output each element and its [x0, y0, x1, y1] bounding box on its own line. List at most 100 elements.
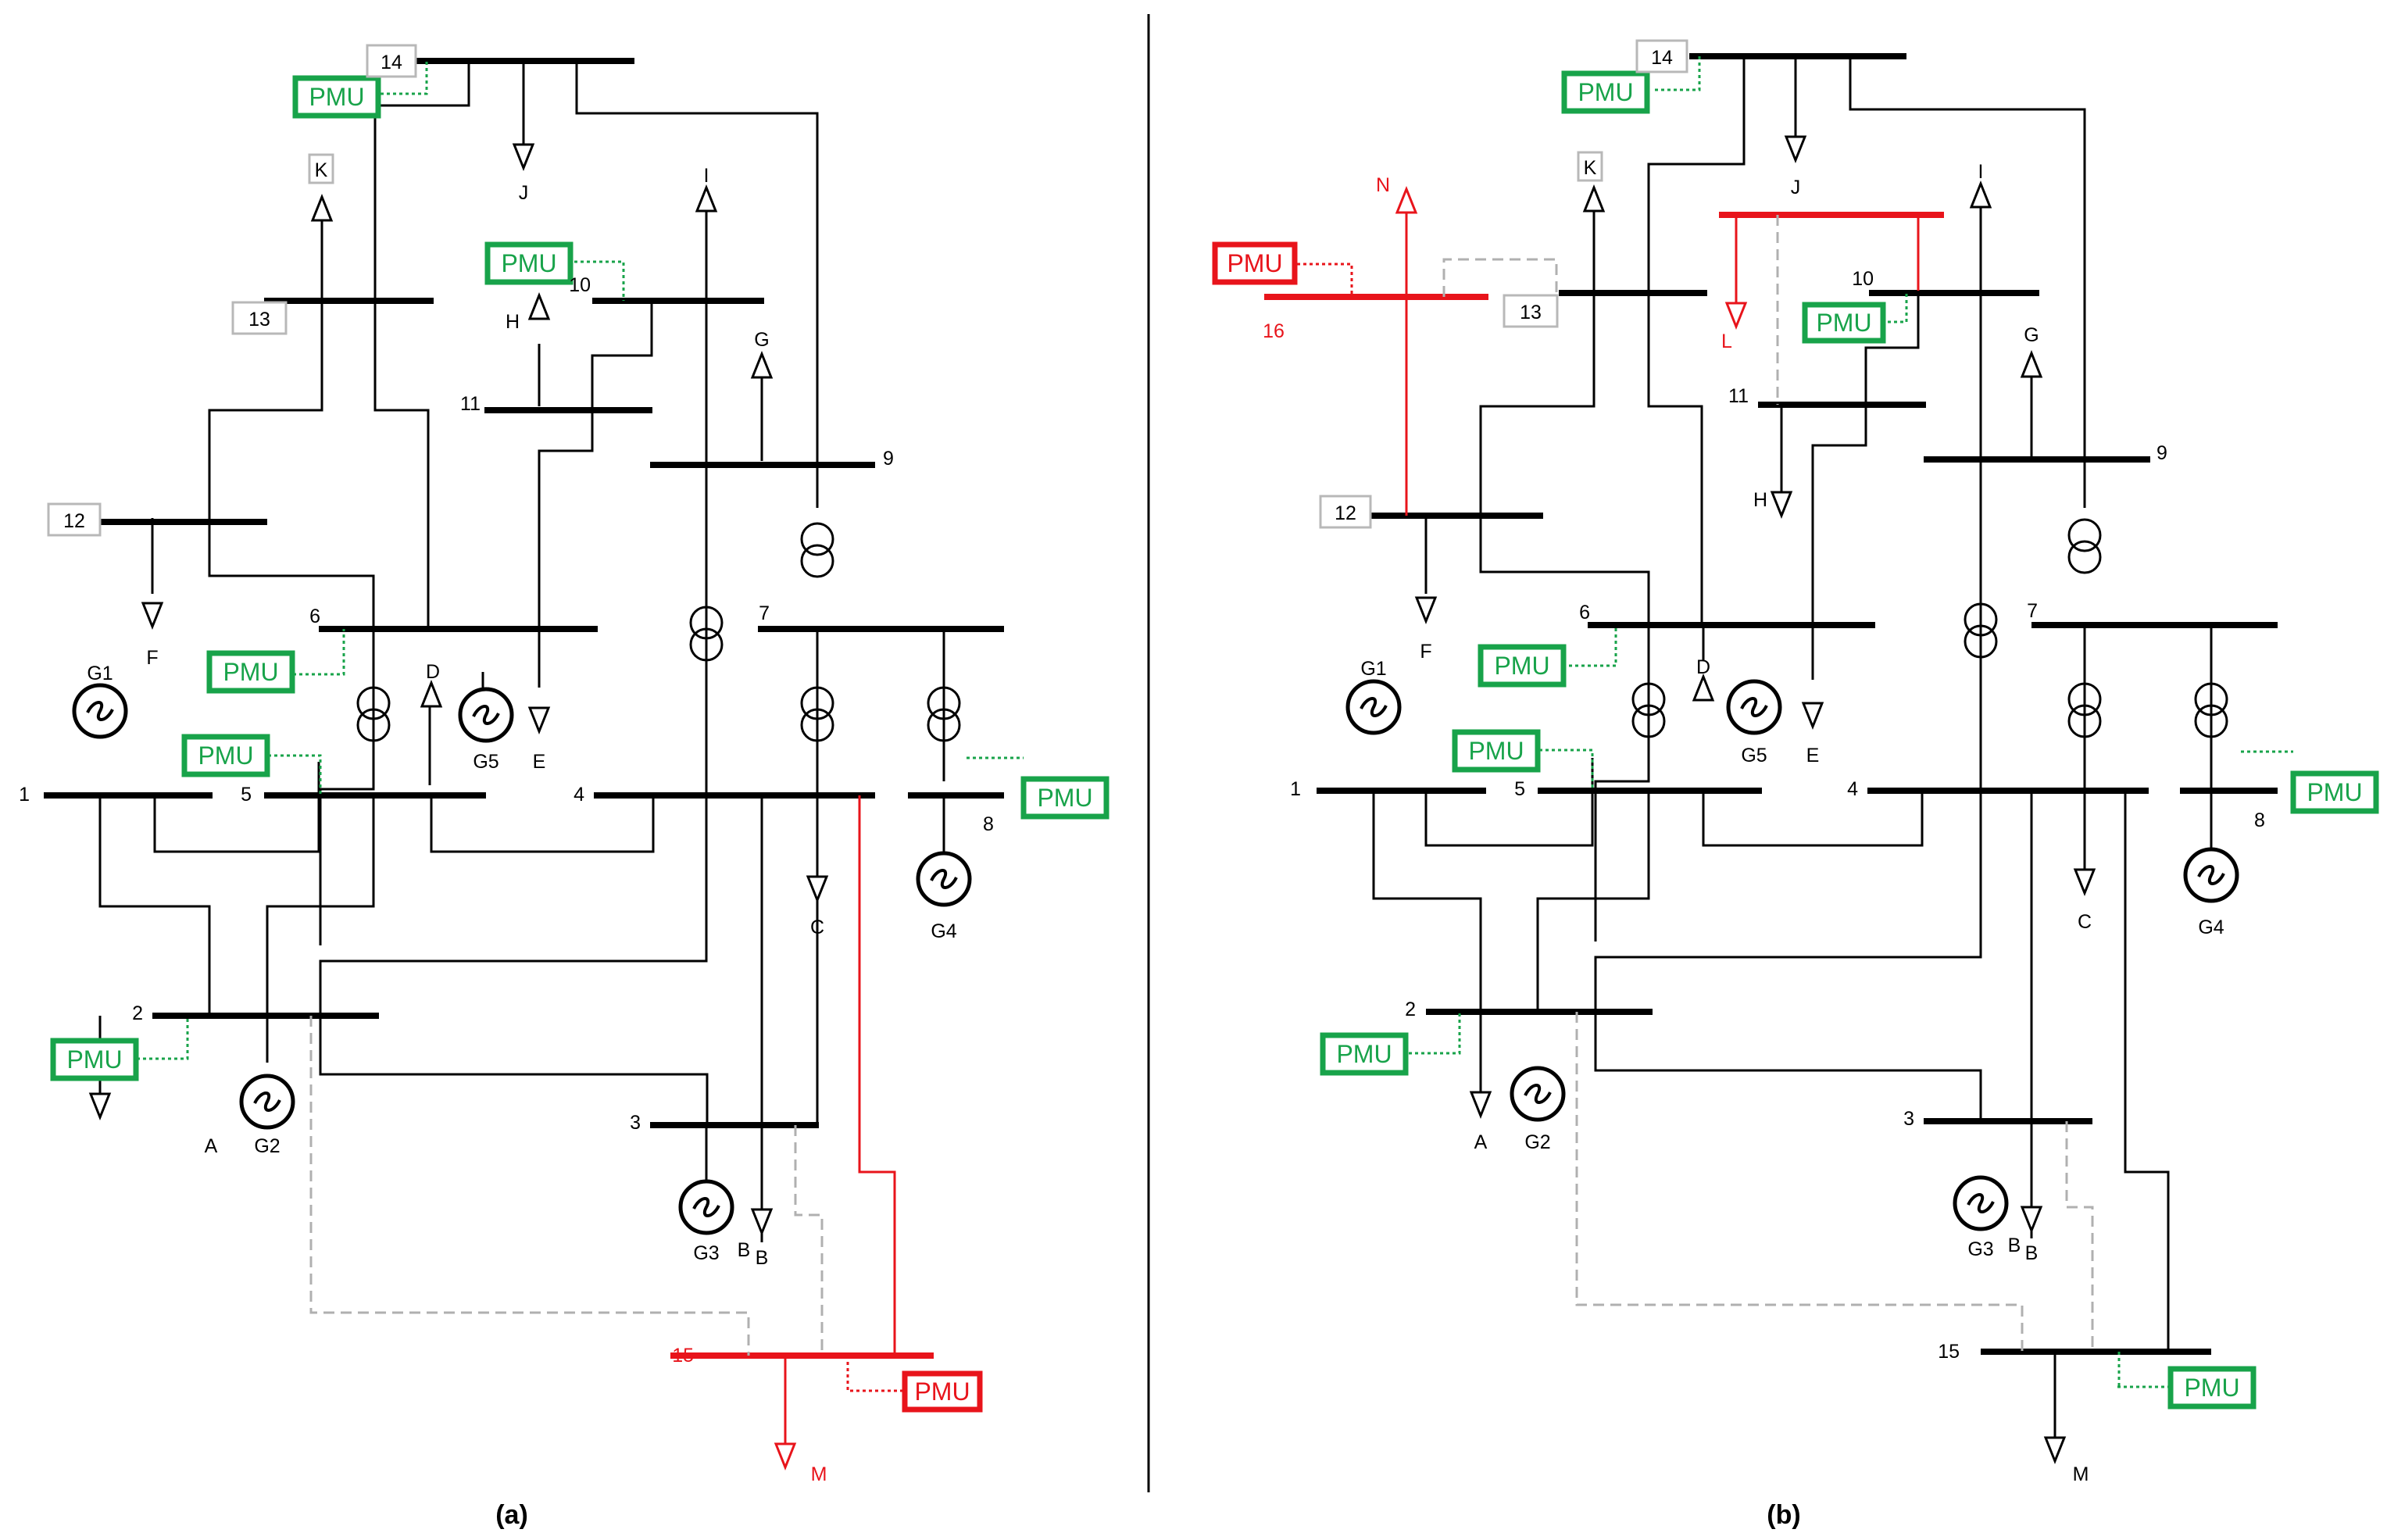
svg-text:2: 2	[132, 1002, 143, 1024]
svg-text:PMU: PMU	[2307, 778, 2362, 806]
pmu-bus5-a: PMU	[181, 734, 270, 777]
svg-text:3: 3	[1903, 1108, 1914, 1130]
svg-text:2: 2	[1405, 999, 1416, 1020]
buses-a	[44, 58, 1004, 1359]
svg-text:F: F	[1420, 641, 1431, 663]
pmu-bus10-b: PMU	[1802, 302, 1886, 344]
svg-text:8: 8	[983, 813, 994, 835]
svg-text:9: 9	[2157, 442, 2167, 464]
pmu-bus15-b: PMU	[2167, 1366, 2257, 1410]
svg-text:14: 14	[1651, 47, 1673, 69]
svg-text:15: 15	[1938, 1341, 1960, 1363]
load-K-box-b: K	[1577, 151, 1603, 182]
transformer-icon	[356, 522, 961, 742]
svg-text:M: M	[2073, 1463, 2089, 1485]
svg-text:A: A	[205, 1135, 218, 1157]
pmu-bus2-a: PMU	[50, 1038, 139, 1081]
svg-text:G: G	[2024, 324, 2039, 346]
svg-text:G5: G5	[473, 751, 498, 773]
svg-text:PMU: PMU	[1816, 309, 1871, 337]
svg-text:G: G	[754, 329, 769, 351]
svg-text:PMU: PMU	[1227, 249, 1282, 277]
pmu-bus14-a: PMU	[292, 75, 381, 119]
pmu-bus15-a-added: PMU	[902, 1370, 983, 1413]
svg-text:N: N	[1376, 174, 1390, 196]
svg-text:C: C	[810, 916, 824, 938]
svg-text:7: 7	[2027, 600, 2038, 622]
svg-text:G1: G1	[1360, 658, 1386, 680]
pmu-bus2-b: PMU	[1320, 1032, 1409, 1076]
pmu-bus8-a: PMU	[1020, 776, 1110, 820]
svg-text:14: 14	[381, 52, 402, 73]
transformer-icon	[1631, 518, 2228, 738]
svg-text:F: F	[146, 647, 158, 669]
svg-text:5: 5	[241, 784, 252, 806]
caption-a: (a)	[495, 1500, 528, 1530]
svg-text:PMU: PMU	[198, 741, 253, 770]
svg-text:PMU: PMU	[223, 658, 278, 686]
svg-text:12: 12	[1335, 502, 1356, 524]
panel-a: PMU PMU PMU PMU PMU PMU PMU 14 K 1 3 12 J…	[19, 44, 1110, 1530]
svg-text:8: 8	[2254, 809, 2265, 831]
svg-text:1: 1	[1290, 778, 1301, 800]
svg-text:K: K	[315, 159, 328, 181]
svg-text:G4: G4	[931, 920, 956, 942]
svg-text:5: 5	[1514, 778, 1525, 800]
svg-text:3: 3	[630, 1112, 641, 1134]
svg-text:PMU: PMU	[2184, 1374, 2239, 1402]
svg-text:J: J	[519, 182, 529, 204]
svg-text:12: 12	[63, 510, 85, 532]
pmu-bus5-b: PMU	[1452, 729, 1541, 773]
svg-text:PMU: PMU	[309, 83, 364, 111]
svg-text:B: B	[2025, 1242, 2039, 1264]
svg-text:PMU: PMU	[1468, 737, 1524, 765]
svg-text:I: I	[704, 165, 709, 187]
caption-b: (b)	[1767, 1500, 1800, 1530]
bus-12-box-b: 12	[1319, 495, 1372, 529]
svg-text:B: B	[2008, 1235, 2021, 1256]
svg-text:E: E	[533, 751, 546, 773]
svg-text:I: I	[1978, 161, 1984, 183]
svg-text:6: 6	[309, 606, 320, 627]
svg-text:G3: G3	[1967, 1238, 1993, 1260]
svg-text:PMU: PMU	[1494, 652, 1549, 680]
svg-text:D: D	[1696, 656, 1710, 678]
pmu-bus6-b: PMU	[1478, 644, 1567, 688]
svg-text:B: B	[756, 1247, 769, 1269]
svg-text:L: L	[1721, 331, 1732, 352]
svg-text:G3: G3	[693, 1242, 719, 1264]
svg-text:E: E	[1806, 745, 1820, 766]
svg-text:G4: G4	[2198, 916, 2224, 938]
pmu-bus10-a: PMU	[484, 241, 574, 285]
svg-text:PMU: PMU	[1578, 78, 1633, 106]
svg-text:J: J	[1791, 177, 1801, 198]
svg-text:4: 4	[1847, 778, 1858, 800]
svg-text:11: 11	[1728, 385, 1749, 407]
svg-text:K: K	[1584, 157, 1597, 179]
svg-text:H: H	[506, 311, 520, 333]
svg-text:10: 10	[569, 274, 591, 296]
svg-text:G2: G2	[254, 1135, 280, 1157]
svg-text:G1: G1	[87, 663, 113, 684]
panel-b: PMU PMU PMU PMU PMU PMU PMU PMU 14 K 13 …	[1212, 39, 2379, 1530]
pmu-bus6-a: PMU	[206, 650, 295, 694]
svg-text:11: 11	[460, 393, 481, 415]
pmu-bus8-b: PMU	[2290, 770, 2379, 814]
svg-text:6: 6	[1579, 602, 1590, 624]
svg-text:4: 4	[574, 784, 584, 806]
svg-text:H: H	[1753, 489, 1767, 511]
svg-text:PMU: PMU	[66, 1045, 122, 1074]
svg-text:1: 1	[19, 784, 30, 806]
bus-14-box-a: 14	[366, 44, 417, 78]
wires-a	[98, 63, 945, 1242]
pmu-bus16-b-added: PMU	[1212, 241, 1298, 285]
svg-text:A: A	[1474, 1131, 1488, 1153]
svg-text:9: 9	[883, 448, 894, 470]
labels-b: J I N 16 L 10 G 11 H 9 F 6 7 G1 D G5 E 1…	[1263, 161, 2265, 1530]
load-K-box-a: K	[308, 153, 334, 184]
buses-b	[1264, 53, 2278, 1355]
svg-text:PMU: PMU	[1336, 1040, 1392, 1068]
bus-13-box-b: 13	[1503, 294, 1559, 328]
svg-text:G2: G2	[1524, 1131, 1550, 1153]
